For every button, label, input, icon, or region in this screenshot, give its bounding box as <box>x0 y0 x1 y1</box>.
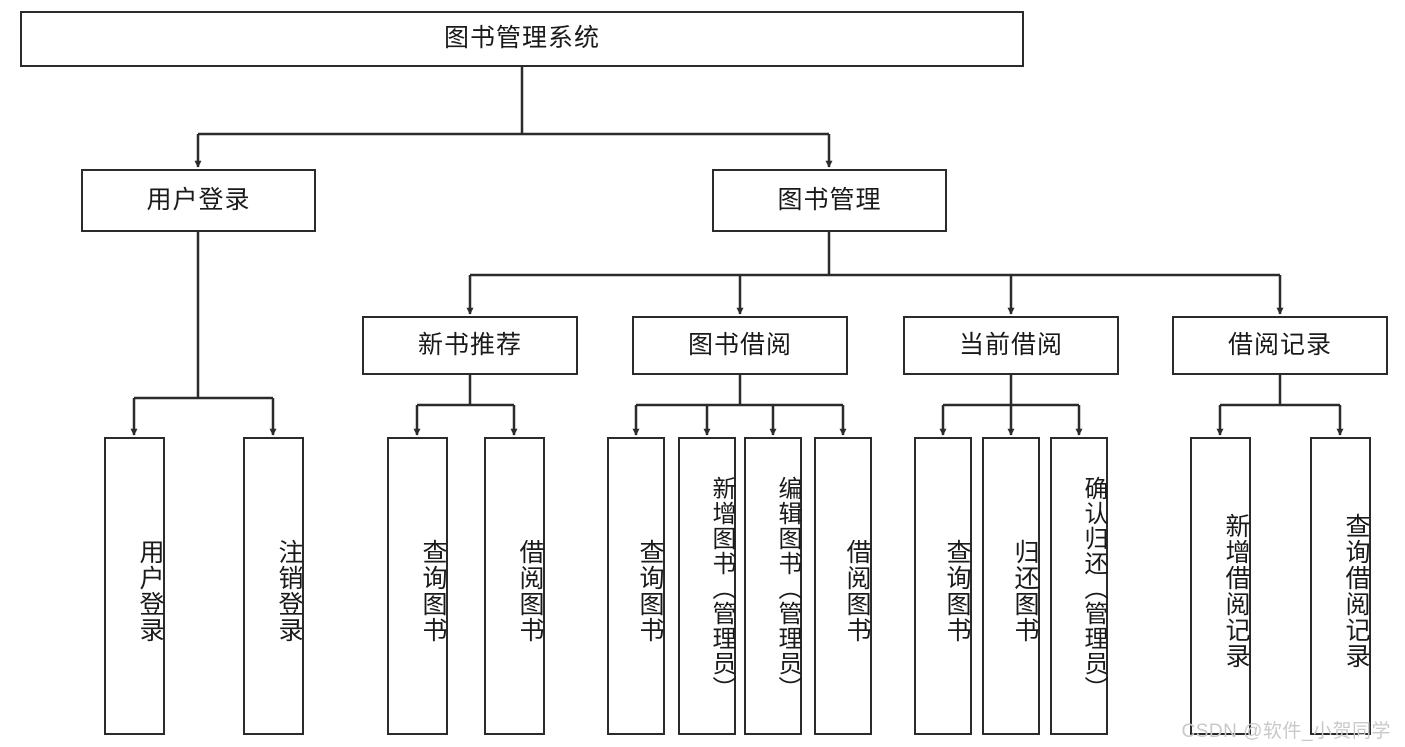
node-leaf-query-book-3[interactable]: 查询图书 <box>914 437 972 735</box>
node-book-borrow[interactable]: 图书借阅 <box>632 316 848 375</box>
node-leaf-borrow-book-2[interactable]: 借阅图书 <box>814 437 872 735</box>
node-leaf-edit-book[interactable]: 编辑图书（管理员） <box>744 437 802 735</box>
node-root[interactable]: 图书管理系统 <box>20 11 1024 67</box>
node-current-borrow[interactable]: 当前借阅 <box>903 316 1119 375</box>
node-new-book-recommend[interactable]: 新书推荐 <box>362 316 578 375</box>
node-borrow-record[interactable]: 借阅记录 <box>1172 316 1388 375</box>
watermark: CSDN @软件_小贺同学 <box>1181 721 1391 742</box>
node-book-manage[interactable]: 图书管理 <box>712 169 947 232</box>
node-leaf-add-record[interactable]: 新增借阅记录 <box>1190 437 1251 735</box>
node-leaf-confirm-return[interactable]: 确认归还（管理员） <box>1050 437 1108 735</box>
node-leaf-user-login[interactable]: 用户登录 <box>104 437 165 735</box>
node-leaf-query-book-2[interactable]: 查询图书 <box>607 437 665 735</box>
node-leaf-add-book[interactable]: 新增图书（管理员） <box>678 437 736 735</box>
node-user-login[interactable]: 用户登录 <box>81 169 316 232</box>
node-leaf-logout[interactable]: 注销登录 <box>243 437 304 735</box>
node-leaf-query-record[interactable]: 查询借阅记录 <box>1310 437 1371 735</box>
node-leaf-return-book[interactable]: 归还图书 <box>982 437 1040 735</box>
node-leaf-query-book-1[interactable]: 查询图书 <box>387 437 448 735</box>
node-leaf-borrow-book-1[interactable]: 借阅图书 <box>484 437 545 735</box>
